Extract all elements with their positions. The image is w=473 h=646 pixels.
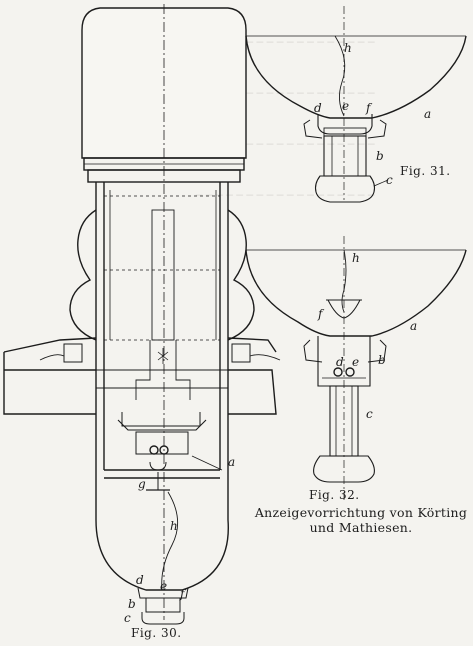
fig32-label-e: e: [352, 355, 359, 369]
fig32-label-a: a: [410, 319, 417, 333]
fig30-label-f: f: [179, 587, 187, 601]
fig32-caption: Fig. 32.: [309, 488, 360, 502]
fig30-label-a: a: [228, 455, 235, 469]
fig31-caption: Fig. 31.: [400, 164, 451, 178]
fig31-label-b: b: [376, 149, 384, 163]
fig31-label-a: a: [424, 107, 431, 121]
fig31-label-d: d: [314, 101, 322, 115]
fig32-label-b: b: [378, 353, 386, 367]
figure-caption-block: Anzeigevorrichtung von Körting und Mathi…: [254, 505, 468, 535]
fig32-label-f: f: [317, 307, 325, 321]
fig31-label-e: e: [342, 99, 349, 113]
fig31-label-c: c: [386, 173, 393, 187]
fig30-label-d: d: [136, 573, 144, 587]
fig32-label-c: c: [366, 407, 373, 421]
fig32-label-h: h: [352, 251, 360, 265]
fig31-label-h: h: [344, 41, 352, 55]
fig30-label-g: g: [138, 477, 146, 491]
caption-line-1: Anzeigevorrichtung von Körting: [254, 505, 468, 520]
fig31-label-f: f: [365, 101, 373, 115]
fig32-label-d: d: [336, 355, 344, 369]
fig30-label-b: b: [128, 597, 136, 611]
fig30-label-c: c: [124, 611, 131, 625]
caption-line-2: und Mathiesen.: [309, 520, 413, 535]
fig30-label-e: e: [160, 579, 167, 593]
fig30-caption: Fig. 30.: [131, 626, 182, 640]
fig30-label-h: h: [170, 519, 178, 533]
